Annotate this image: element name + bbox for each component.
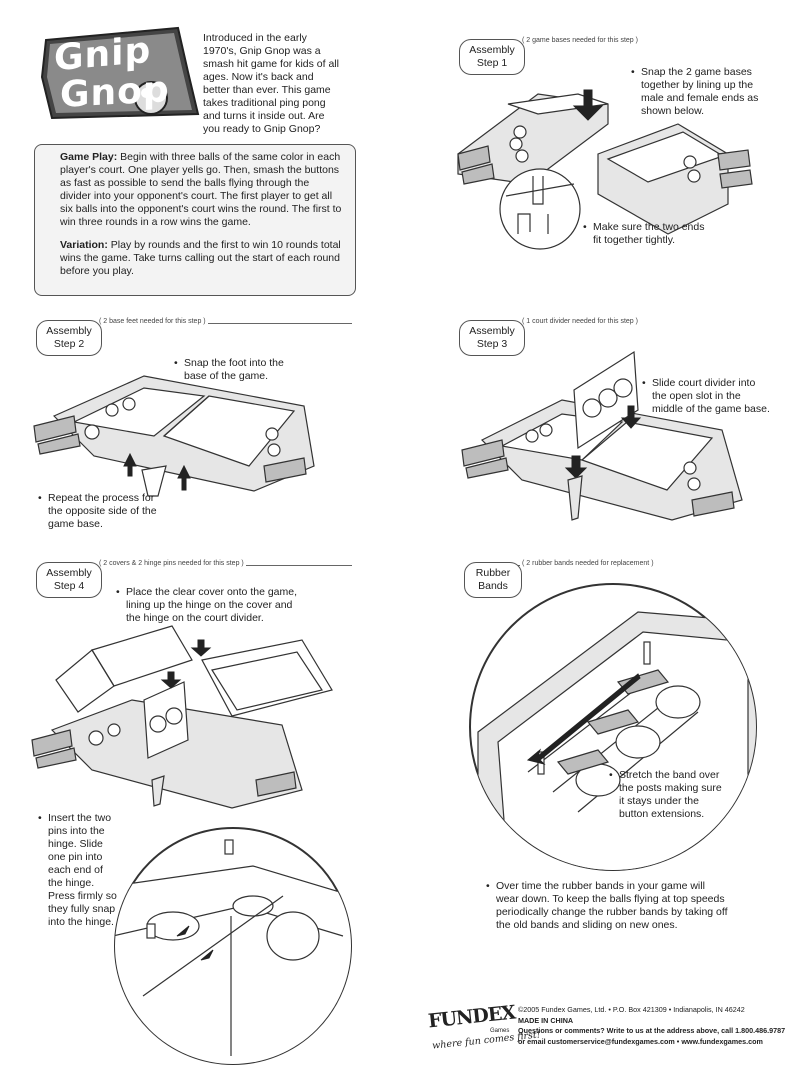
- step4-label-line1: Assembly: [45, 567, 93, 580]
- step1-note: ( 2 game bases needed for this step ): [520, 37, 640, 44]
- step4-label-line2: Step 4: [45, 580, 93, 593]
- step4-detail-circle: [113, 826, 353, 1066]
- footer-contact2: or email customerservice@fundexgames.com…: [518, 1037, 802, 1048]
- step4-note: ( 2 covers & 2 hinge pins needed for thi…: [97, 560, 246, 567]
- step2-label-line1: Assembly: [45, 325, 93, 338]
- step3-label-line1: Assembly: [468, 325, 516, 338]
- variation-paragraph: Variation: Play by rounds and the first …: [60, 239, 342, 278]
- step1-label: Assembly Step 1: [459, 39, 525, 75]
- step3-note: ( 1 court divider needed for this step ): [520, 318, 640, 325]
- step2-note: ( 2 base feet needed for this step ): [97, 318, 208, 325]
- step4-label: Assembly Step 4: [36, 562, 102, 598]
- rubber-bullet1: Stretch the band over the posts making s…: [619, 769, 729, 821]
- footer-copyright: ©2005 Fundex Games, Ltd. • P.O. Box 4213…: [518, 1005, 802, 1016]
- rubber-label-line1: Rubber: [473, 567, 513, 580]
- gameplay-paragraph: Game Play: Begin with three balls of the…: [60, 151, 342, 229]
- step4-illustration: [32, 620, 342, 810]
- variation-heading: Variation:: [60, 239, 108, 251]
- step1-label-line1: Assembly: [468, 44, 516, 57]
- gnip-gnop-logo: Gnip Gnop: [38, 22, 198, 122]
- step1-bullet2: Make sure the two ends fit together tigh…: [593, 221, 713, 247]
- rubber-note: ( 2 rubber bands needed for replacement …: [520, 560, 656, 567]
- intro-text: Introduced in the early 1970's, Gnip Gno…: [203, 32, 341, 136]
- step4-bullet2: Insert the two pins into the hinge. Slid…: [48, 812, 118, 929]
- rules-box: Game Play: Begin with three balls of the…: [34, 144, 356, 296]
- step2-bullet2: Repeat the process for the opposite side…: [48, 492, 158, 531]
- step3-illustration: [462, 350, 762, 530]
- step2-label: Assembly Step 2: [36, 320, 102, 356]
- footer-text: ©2005 Fundex Games, Ltd. • P.O. Box 4213…: [518, 1005, 802, 1047]
- logo-line2: Gnop: [60, 69, 170, 116]
- gameplay-heading: Game Play:: [60, 151, 117, 163]
- step2-label-line2: Step 2: [45, 338, 93, 351]
- step2-illustration: [34, 366, 344, 506]
- rubber-bullet2: Over time the rubber bands in your game …: [496, 880, 728, 932]
- footer-made-in: MADE IN CHINA: [518, 1016, 802, 1027]
- step1-label-line2: Step 1: [468, 57, 516, 70]
- fundex-logo: FUNDEX Games where fun comes first!: [420, 1002, 520, 1054]
- footer-contact1: Questions or comments? Write to us at th…: [518, 1026, 802, 1037]
- rubber-detail-circle: [468, 582, 758, 872]
